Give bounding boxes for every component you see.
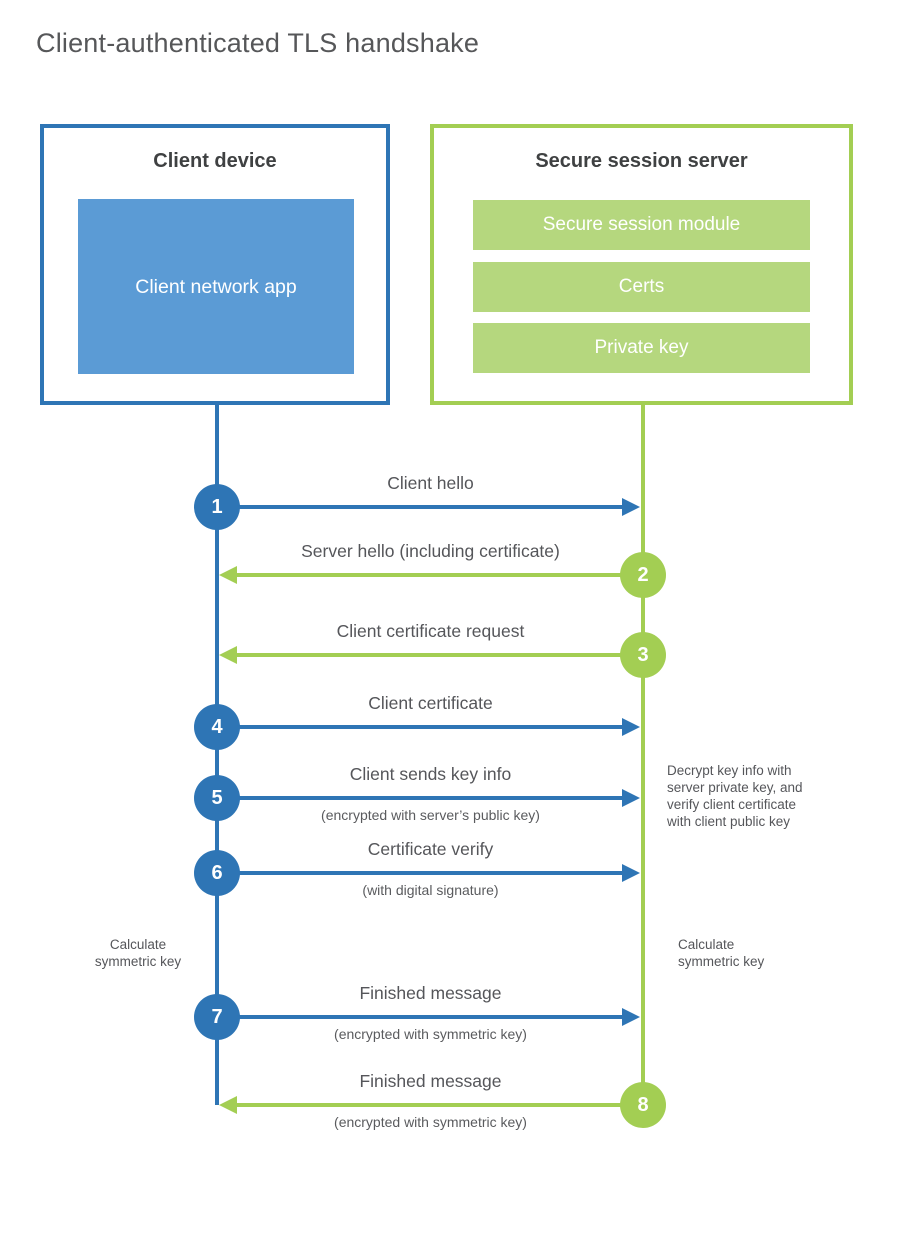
arrow-head-left-icon — [219, 646, 237, 664]
page-title: Client-authenticated TLS handshake — [36, 28, 480, 58]
arrow-shaft — [217, 505, 622, 509]
client-device-title: Client device — [153, 150, 277, 172]
step-label: Certificate verify — [367, 839, 494, 859]
step-number-badge: 8 — [620, 1082, 666, 1128]
arrow-shaft — [237, 1103, 643, 1107]
client-device-box: Client device Client network app — [40, 124, 390, 405]
note-line: verify client certificate — [667, 797, 797, 812]
certs-bar: Certs — [473, 262, 810, 312]
arrow-head-right-icon — [622, 864, 640, 882]
step-number-badge: 3 — [620, 632, 666, 678]
step-label: Finished message — [359, 983, 502, 1003]
client-calculate-key-note: Calculate symmetric key — [94, 937, 182, 969]
note-line: server private key, and — [667, 780, 803, 795]
step-label: Server hello (including certificate) — [301, 541, 560, 561]
private-key-bar: Private key — [473, 323, 810, 373]
arrow-shaft — [217, 796, 622, 800]
server-calculate-key-note: Calculate symmetric key — [678, 937, 765, 969]
step-number-badge: 2 — [620, 552, 666, 598]
step-number-badge: 7 — [194, 994, 240, 1040]
note-line: Decrypt key info with — [667, 763, 792, 778]
server-decrypt-note: Decrypt key info with server private key… — [667, 762, 847, 830]
step-number-badge: 5 — [194, 775, 240, 821]
arrow-head-left-icon — [219, 1096, 237, 1114]
step-label: Client sends key info — [349, 764, 512, 784]
step-number-badge: 6 — [194, 850, 240, 896]
arrow-head-right-icon — [622, 789, 640, 807]
secure-session-server-title: Secure session server — [535, 150, 748, 172]
step-label: Client hello — [387, 473, 474, 493]
arrow-shaft — [217, 1015, 622, 1019]
server-lifeline — [641, 405, 645, 1105]
client-lifeline — [215, 405, 219, 1105]
secure-session-module-bar: Secure session module — [473, 200, 810, 250]
arrow-head-right-icon — [622, 1008, 640, 1026]
arrow-shaft — [217, 725, 622, 729]
step-label: Client certificate — [368, 693, 493, 713]
secure-session-server-box: Secure session server Secure session mod… — [430, 124, 853, 405]
client-network-app-box: Client network app — [78, 199, 354, 374]
note-line: with client public key — [667, 814, 791, 829]
arrow-shaft — [237, 653, 643, 657]
step-label: Finished message — [359, 1071, 502, 1091]
arrow-head-left-icon — [219, 566, 237, 584]
step-sublabel: (with digital signature) — [362, 882, 499, 898]
arrow-shaft — [217, 871, 622, 875]
client-network-app-label: Client network app — [135, 275, 297, 298]
step-sublabel: (encrypted with server’s public key) — [321, 807, 540, 823]
arrow-head-right-icon — [622, 498, 640, 516]
arrow-head-right-icon — [622, 718, 640, 736]
step-number-badge: 1 — [194, 484, 240, 530]
arrow-shaft — [237, 573, 643, 577]
step-sublabel: (encrypted with symmetric key) — [334, 1026, 527, 1042]
step-label: Client certificate request — [336, 621, 525, 641]
step-number-badge: 4 — [194, 704, 240, 750]
step-sublabel: (encrypted with symmetric key) — [334, 1114, 527, 1130]
